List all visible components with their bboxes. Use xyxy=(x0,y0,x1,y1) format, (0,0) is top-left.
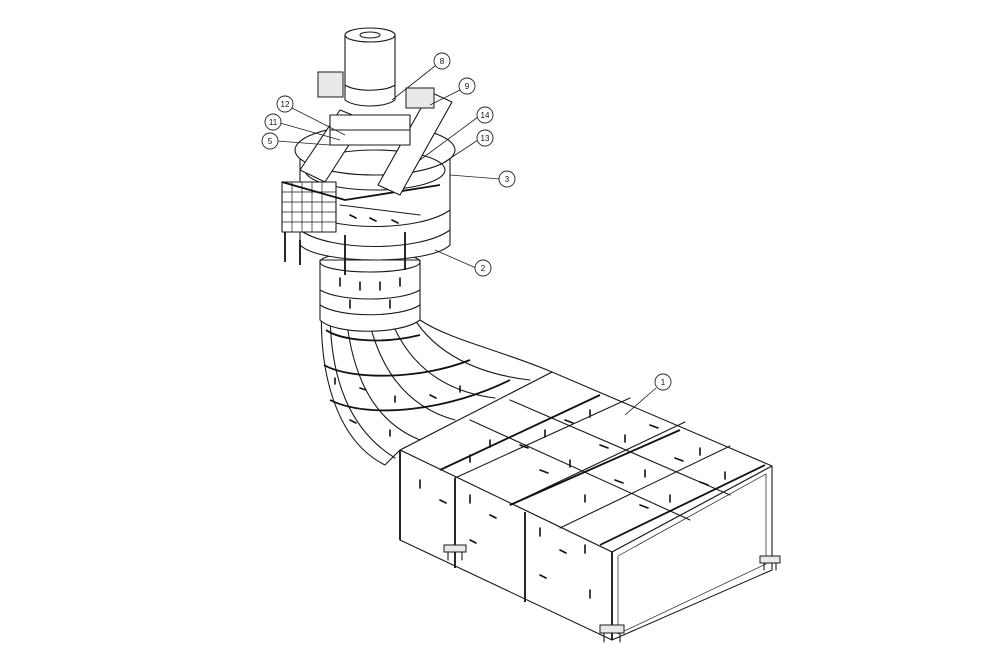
callout-11: 11 xyxy=(264,113,282,131)
callout-9: 9 xyxy=(458,77,476,95)
callout-label: 9 xyxy=(465,82,470,91)
callout-label: 12 xyxy=(281,100,290,109)
stud-pattern-side xyxy=(419,479,591,599)
callout-3: 3 xyxy=(498,170,516,188)
callout-1: 1 xyxy=(654,373,672,391)
motor xyxy=(344,27,396,107)
callout-label: 13 xyxy=(481,134,490,143)
callout-leaders xyxy=(276,65,657,416)
callout-2: 2 xyxy=(474,259,492,277)
callout-label: 14 xyxy=(481,111,490,120)
callout-13: 13 xyxy=(476,129,494,147)
rectangular-duct xyxy=(399,371,781,643)
callout-label: 2 xyxy=(481,264,486,273)
support-foot xyxy=(443,544,781,643)
callout-14: 14 xyxy=(476,106,494,124)
stud-pattern-top xyxy=(469,409,726,509)
callout-8: 8 xyxy=(433,52,451,70)
fan-casing xyxy=(281,124,456,275)
callout-label: 1 xyxy=(661,378,666,387)
louver-grid xyxy=(282,182,336,232)
motor-support-frame xyxy=(299,71,453,196)
callout-label: 8 xyxy=(440,57,445,66)
callout-label: 11 xyxy=(269,118,278,127)
callout-5: 5 xyxy=(261,132,279,150)
cylindrical-transition xyxy=(319,251,421,332)
callout-label: 3 xyxy=(505,175,510,184)
callout-12: 12 xyxy=(276,95,294,113)
callout-label: 5 xyxy=(268,137,273,146)
